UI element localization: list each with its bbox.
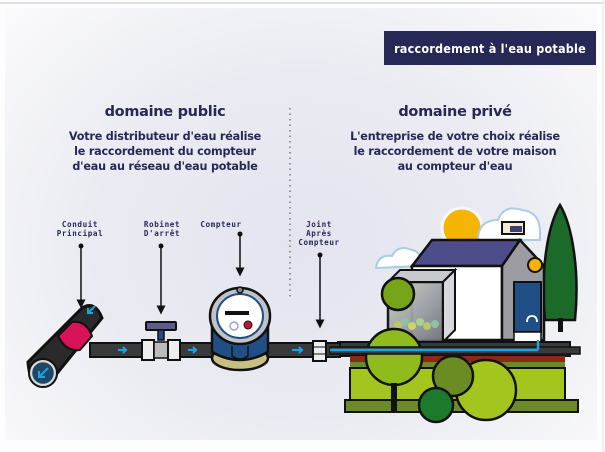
bush-icon [364,276,518,424]
pointer-main-pipe [76,243,86,309]
public-domain-heading: domaine public [104,104,226,120]
private-domain-heading: domaine privé [398,104,512,120]
public-domain-description: Votre distributeur d'eau réalise le racc… [40,129,290,174]
main-water-pipe [26,304,104,388]
label-line: Après [306,229,332,238]
label-line: Principal [56,229,104,238]
desc-line: Votre distributeur d'eau réalise [68,130,262,143]
pointer-stop-valve [156,243,166,315]
label-main-pipe: Conduit Principal [50,220,110,238]
label-line: D'arrêt [143,229,181,238]
house-icon [385,221,546,345]
desc-line: le raccordement de votre maison [353,145,557,158]
water-meter-icon [208,286,272,372]
label-line: Compteur [200,220,242,229]
stop-valve-icon [141,321,181,361]
private-domain-description: L'entreprise de votre choix réalise le r… [325,129,585,174]
desc-line: au compteur d'eau [397,160,513,173]
joint-icon [312,340,327,362]
label-line: Compteur [298,238,340,247]
desc-line: d'eau au réseau d'eau potable [72,160,258,173]
label-joint: Joint Après Compteur [288,220,350,247]
window-right-border [602,0,604,452]
cypress-tree-icon [542,202,578,332]
label-stop-valve: Robinet D'arrêt [132,220,192,238]
pointer-joint [315,252,325,329]
flowers [394,318,439,330]
label-line: Robinet [143,220,181,229]
window-top-border [0,2,605,4]
desc-line: L'entreprise de votre choix réalise [350,130,560,143]
label-line: Conduit [61,220,99,229]
desc-line: le raccordement du compteur [74,145,256,158]
title-badge: raccordement à l'eau potable [384,31,596,65]
label-meter: Compteur [188,220,254,229]
label-line: Joint [306,220,332,229]
pointer-meter [235,231,245,277]
